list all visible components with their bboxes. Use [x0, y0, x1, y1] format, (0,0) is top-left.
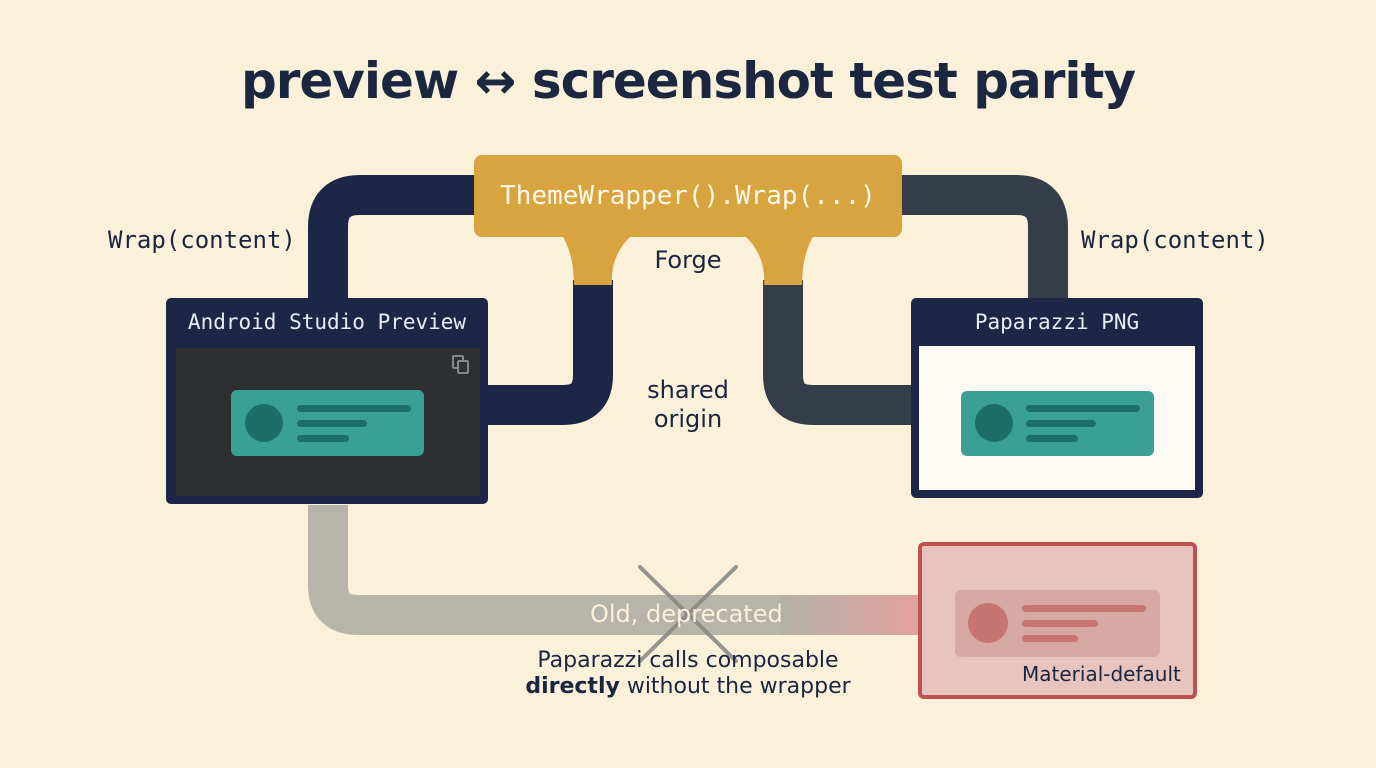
preview-panel-title: Android Studio Preview [187, 310, 467, 334]
wrapper-left-drip [562, 235, 632, 285]
deprecated-path [308, 505, 920, 635]
preview-card-avatar [245, 404, 283, 442]
shared-origin-line2: origin [653, 405, 723, 433]
left-origin-connector [488, 280, 613, 425]
preview-card [231, 390, 424, 456]
deprecated-cross-icon [638, 565, 738, 663]
paparazzi-card [961, 391, 1154, 456]
page-title: preview ↔ screenshot test parity [240, 52, 1136, 110]
paparazzi-card-avatar [975, 404, 1013, 442]
material-default-label: Material-default [1022, 662, 1181, 686]
material-default-card [955, 590, 1160, 657]
deprecated-label: Old, deprecated [590, 600, 783, 628]
deprecated-note-rest: without the wrapper [619, 674, 851, 699]
deprecated-note-bold: directly [525, 674, 620, 699]
forge-label: Forge [654, 246, 722, 274]
right-wrap-connector [896, 175, 1068, 300]
shared-origin-line1: shared [647, 376, 729, 404]
paparazzi-panel-title: Paparazzi PNG [974, 310, 1140, 334]
wrapper-right-drip [744, 235, 814, 285]
deprecated-note-line1: Paparazzi calls composable [537, 648, 839, 673]
deprecated-note: Paparazzi calls composable directly with… [508, 648, 868, 700]
copy-icon[interactable] [452, 355, 469, 374]
left-wrap-connector [308, 175, 480, 300]
right-origin-connector [763, 280, 913, 425]
deprecated-note-line2: directly without the wrapper [508, 674, 868, 700]
wrapper-box-shape [474, 155, 902, 237]
material-card-avatar [968, 603, 1008, 643]
left-wrap-label: Wrap(content) [108, 226, 296, 254]
right-wrap-label: Wrap(content) [1081, 226, 1269, 254]
theme-wrapper-call: ThemeWrapper().Wrap(...) [500, 181, 876, 211]
deprecated-path-fade [780, 595, 922, 635]
